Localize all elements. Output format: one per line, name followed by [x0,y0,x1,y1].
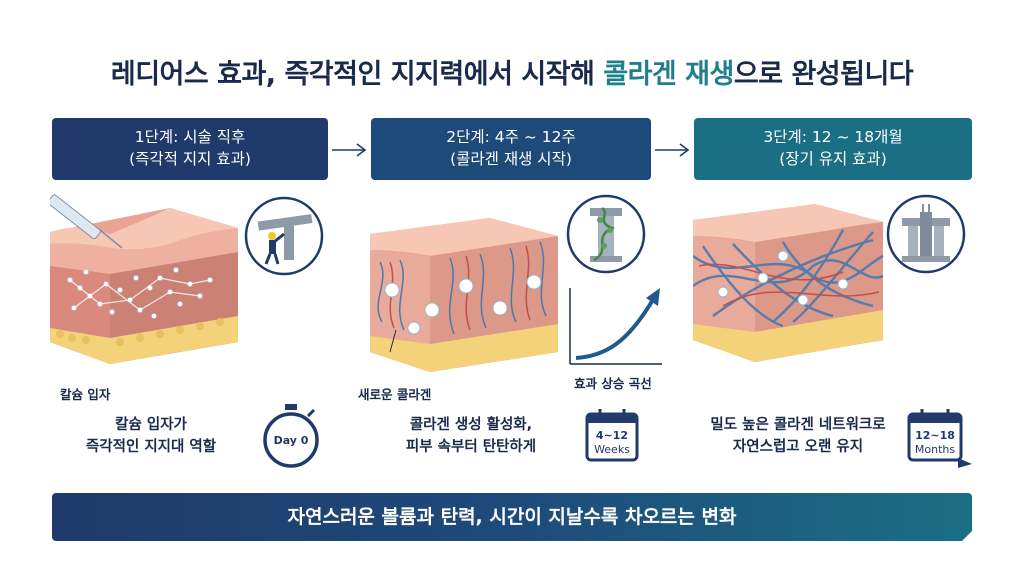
particles-label: 칼슘 입자 [60,387,111,402]
stage-3-description: 밀도 높은 콜라겐 네트워크로 자연스럽고 오랜 유지 [688,414,908,458]
calendar1-bottom: Weeks [594,443,630,456]
stage-1-desc-line1: 칼슘 입자가 [115,417,187,433]
page-title: 레디어스 효과, 즉각적인 지지력에서 시작해 콜라겐 재생으로 완성됩니다 [0,52,1024,91]
stage-1-line2: (즉각적 지지 효과) [129,150,251,168]
stage-1-header: 1단계: 시술 직후 (즉각적 지지 효과) [52,118,328,180]
title-main: 레디어스 효과, 즉각적인 지지력에서 시작해 [110,59,604,90]
stage-3-desc-line1: 밀도 높은 콜라겐 네트워크로 [710,417,886,433]
stage-2-desc-line2: 피부 속부터 탄탄하게 [405,439,537,455]
footer-banner: 자연스러운 볼륨과 탄력, 시간이 지날수록 차오르는 변화 [52,493,972,541]
stage-arrow-2 [655,143,690,157]
stage-1-line1: 1단계: 시술 직후 [134,128,246,146]
skin-block-stage-3 [693,204,884,362]
stage-2-line2: (콜라겐 재생 시작) [450,150,572,168]
calendar1-top: 4~12 [596,429,628,442]
title-tail: 으로 완성됩니다 [733,59,914,90]
calendar2-top: 12~18 [915,429,955,442]
skin-block-stage-2 [370,218,558,372]
stopwatch-icon: Day 0 [263,404,319,468]
timer-label: Day 0 [274,434,309,447]
title-highlight: 콜라겐 재생 [603,59,734,90]
stage-2-header: 2단계: 4주 ~ 12주 (콜라겐 재생 시작) [371,118,651,180]
calendar-icon-weeks: 4~12 Weeks [585,409,639,462]
stage-3-line2: (장기 유지 효과) [779,150,887,168]
vine-pillar-icon [566,194,646,274]
stage-2-line1: 2단계: 4주 ~ 12주 [446,128,576,146]
stage-1-desc-line2: 즉각적인 지지대 역할 [85,439,217,455]
stage-3-header: 3단계: 12 ~ 18개월 (장기 유지 효과) [694,118,972,180]
syringe-icon [50,194,123,249]
calendar-icon-months: 12~18 Months [907,409,972,468]
stage-3-desc-line2: 자연스럽고 오랜 유지 [732,439,864,455]
effect-curve-icon [569,288,662,365]
stage-3-line1: 3단계: 12 ~ 18개월 [763,128,903,146]
stage-1-description: 칼슘 입자가 즉각적인 지지대 역할 [56,414,246,458]
reinforced-column-icon [886,194,966,274]
calendar2-bottom: Months [915,443,955,456]
support-beam-icon [244,196,324,276]
stage-arrow-1 [332,143,367,157]
stage-2-desc-line1: 콜라겐 생성 활성화, [409,417,533,433]
skin-block-stage-1 [50,194,238,364]
stage-2-description: 콜라겐 생성 활성화, 피부 속부터 탄탄하게 [366,414,576,458]
effect-curve-label: 효과 상승 곡선 [574,376,652,391]
new-collagen-label: 새로운 콜라겐 [358,387,432,402]
